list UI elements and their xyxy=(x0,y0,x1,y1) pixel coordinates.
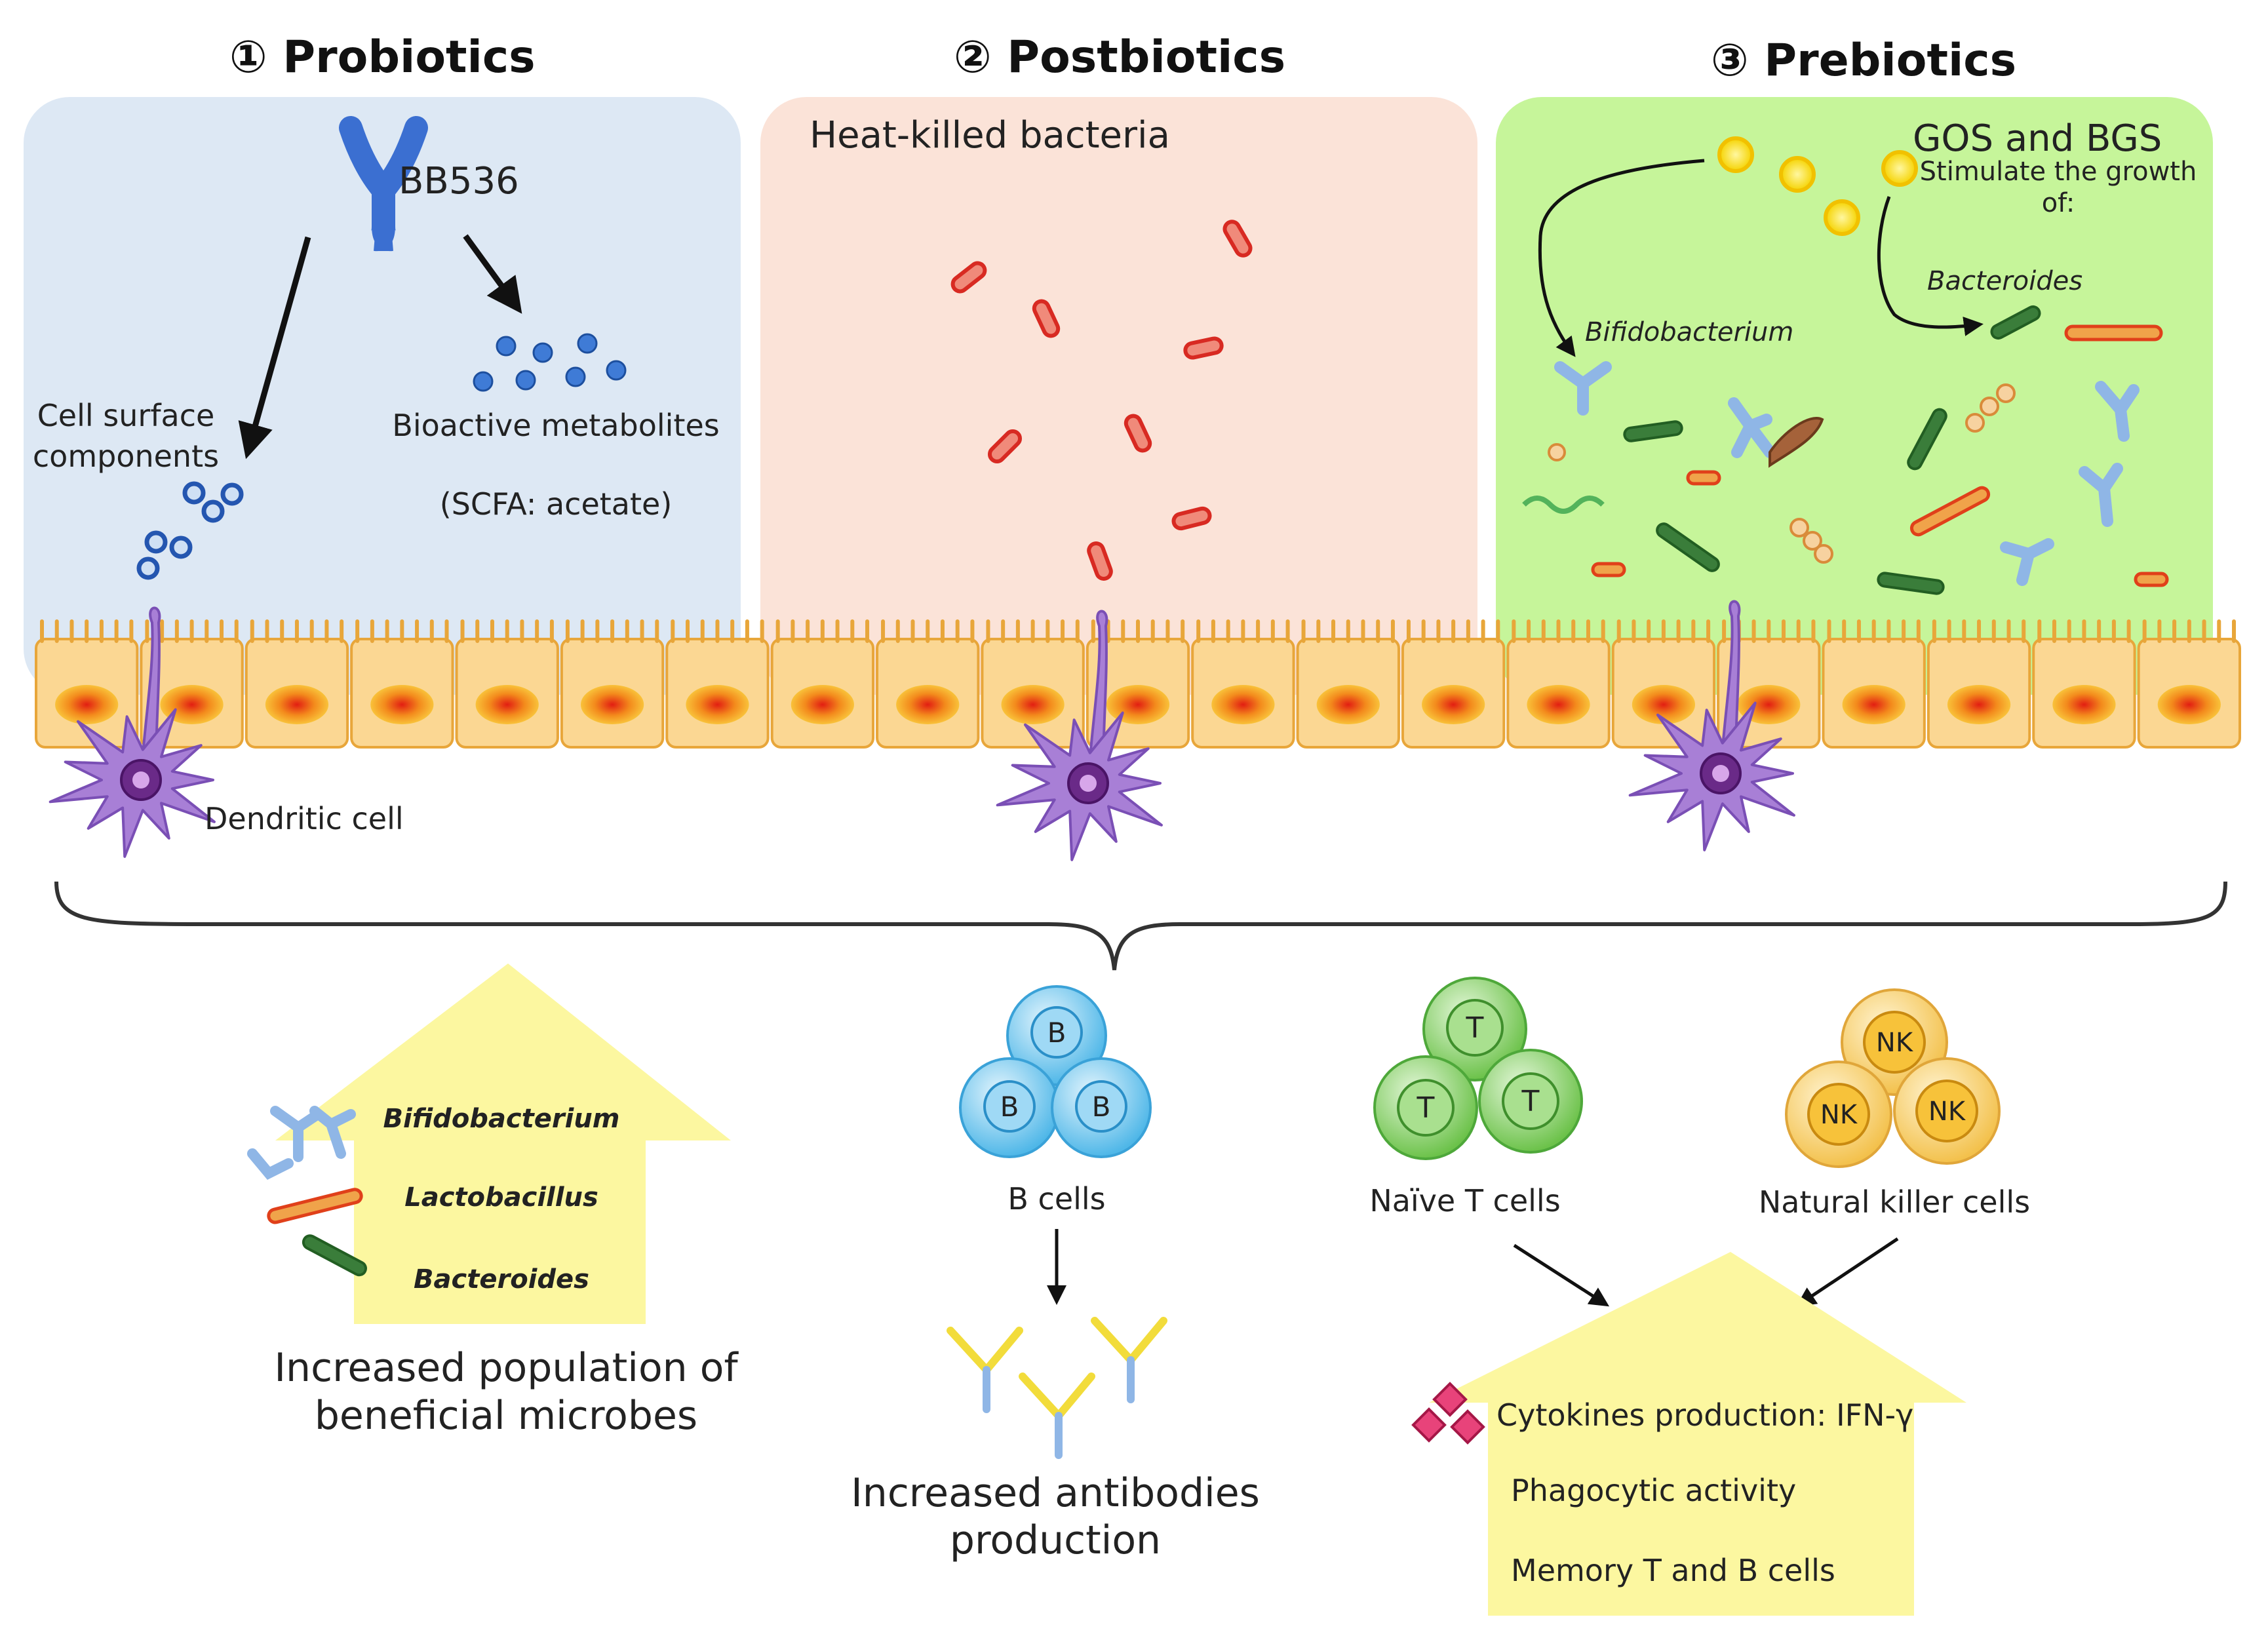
antibodies-caption-line2: production xyxy=(950,1517,1161,1563)
epithelial-cell xyxy=(2032,619,2136,749)
b-cell-letter: B xyxy=(1000,1091,1019,1123)
arrow-to-bacteroides xyxy=(1877,196,1984,336)
microbe-item-bacteroides: Bacteroides xyxy=(414,1264,589,1295)
epithelial-cell xyxy=(35,619,139,749)
grouping-brace xyxy=(54,881,2227,971)
probiotics-title: ① Probiotics xyxy=(229,31,536,83)
arrow-nk-to-immune xyxy=(1796,1237,1899,1307)
epithelial-cell xyxy=(1822,619,1926,749)
dendritic-cell xyxy=(996,610,1163,861)
epithelial-cell xyxy=(981,619,1085,749)
heat-killed-bacteria xyxy=(950,220,1253,581)
cytokine-icons xyxy=(1411,1382,1485,1445)
bb536-icon xyxy=(339,116,428,252)
bb536-label: BB536 xyxy=(399,160,519,203)
probiotics-panel xyxy=(24,97,741,695)
immune-item-phagocytic: Phagocytic activity xyxy=(1511,1473,1796,1508)
microbes-caption-line2: beneficial microbes xyxy=(315,1393,697,1439)
nk-cells-label: Natural killer cells xyxy=(1759,1184,2030,1220)
bifido-label: Bifidobacterium xyxy=(1585,317,1793,347)
microbe-item-lactobacillus: Lactobacillus xyxy=(404,1182,598,1213)
epithelial-cell xyxy=(876,619,980,749)
b-cell-letter: B xyxy=(1092,1091,1111,1123)
epithelial-cell xyxy=(1611,619,1716,749)
epithelial-cell xyxy=(770,619,875,749)
b-cells-label: B cells xyxy=(1007,1181,1105,1217)
t-cell-letter: T xyxy=(1466,1011,1484,1045)
t-cells-label: Naïve T cells xyxy=(1369,1183,1560,1218)
intestinal-epithelium xyxy=(35,619,2242,749)
arrow-to-surface xyxy=(238,236,311,459)
dendritic-cell xyxy=(1628,600,1795,851)
dendritic-cells xyxy=(49,600,1795,861)
epithelial-cell xyxy=(350,619,454,749)
b-cell-cluster xyxy=(959,985,1152,1158)
surface-component-icon xyxy=(136,481,244,580)
immune-item-cytokines: Cytokines production: IFN-γ xyxy=(1496,1397,1913,1433)
postbiotics-title: ② Postbiotics xyxy=(954,31,1285,83)
epithelial-cell xyxy=(1401,619,1506,749)
arrow-to-metabolites xyxy=(463,234,522,314)
epithelial-cell xyxy=(455,619,559,749)
dendritic-cell-label: Dendritic cell xyxy=(205,801,404,836)
heat-killed-label: Heat-killed bacteria xyxy=(810,114,1170,157)
microbe-item-bifidobacterium: Bifidobacterium xyxy=(383,1104,620,1134)
epithelial-cell xyxy=(1506,619,1611,749)
microbes-caption-line1: Increased population of xyxy=(274,1345,739,1391)
immune-item-memory: Memory T and B cells xyxy=(1511,1553,1835,1588)
arrow-t-to-immune xyxy=(1513,1243,1610,1307)
bacteroides-label: Bacteroides xyxy=(1927,266,2082,296)
nk-cell-cluster xyxy=(1785,988,2001,1168)
bioactive-sub-label: (SCFA: acetate) xyxy=(440,486,673,522)
microbe-icons xyxy=(247,1106,367,1277)
t-cell-cluster xyxy=(1373,977,1583,1160)
postbiotics-panel xyxy=(760,97,1477,695)
arrow-to-bifido xyxy=(1538,159,1705,357)
prebiotics-title: ③ Prebiotics xyxy=(1711,35,2016,87)
metabolite-dots xyxy=(473,333,627,392)
immune-up-arrow xyxy=(1429,1252,1966,1616)
epithelial-cell xyxy=(1085,619,1190,749)
epithelial-cell xyxy=(1191,619,1295,749)
dendritic-cell xyxy=(49,606,216,858)
epithelial-cell xyxy=(1926,619,2031,749)
nk-cell-letter: NK xyxy=(1876,1028,1914,1058)
microbes-up-arrow xyxy=(275,964,731,1324)
gos-bgs-label: GOS and BGS xyxy=(1913,117,2162,160)
epithelial-cell xyxy=(244,619,349,749)
b-cell-letter: B xyxy=(1047,1017,1066,1049)
t-cell-letter: T xyxy=(1417,1091,1435,1125)
epithelial-cell xyxy=(2137,619,2242,749)
gut-microbiota xyxy=(1522,305,2169,595)
prebiotic-molecules xyxy=(1717,136,1918,236)
bioactive-label: Bioactive metabolites xyxy=(392,408,719,443)
epithelial-cell xyxy=(560,619,665,749)
nk-cell-letter: NK xyxy=(1928,1097,1966,1127)
antibody-icons xyxy=(947,1317,1167,1459)
epithelial-cell xyxy=(665,619,770,749)
epithelial-cell xyxy=(1296,619,1400,749)
t-cell-letter: T xyxy=(1521,1085,1540,1118)
antibodies-caption-line1: Increased antibodies xyxy=(851,1470,1260,1516)
nk-cell-letter: NK xyxy=(1820,1100,1858,1130)
